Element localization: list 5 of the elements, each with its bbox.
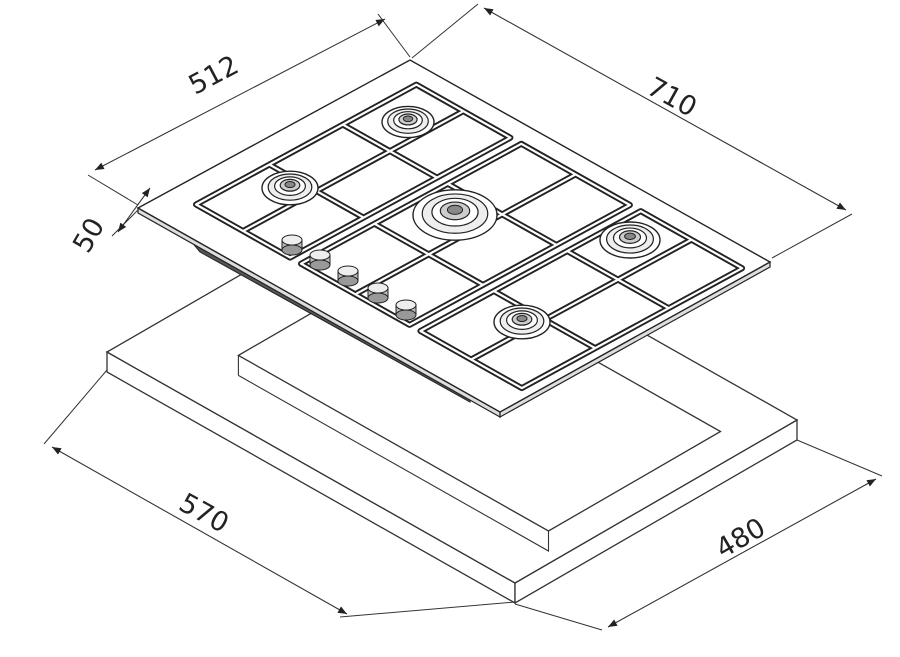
dimension-label: 50 (68, 214, 110, 258)
dimension-label: 512 (184, 51, 243, 100)
dimension-label: 710 (642, 73, 701, 122)
dimension-label: 480 (712, 514, 770, 564)
dimension-label: 570 (174, 489, 233, 538)
